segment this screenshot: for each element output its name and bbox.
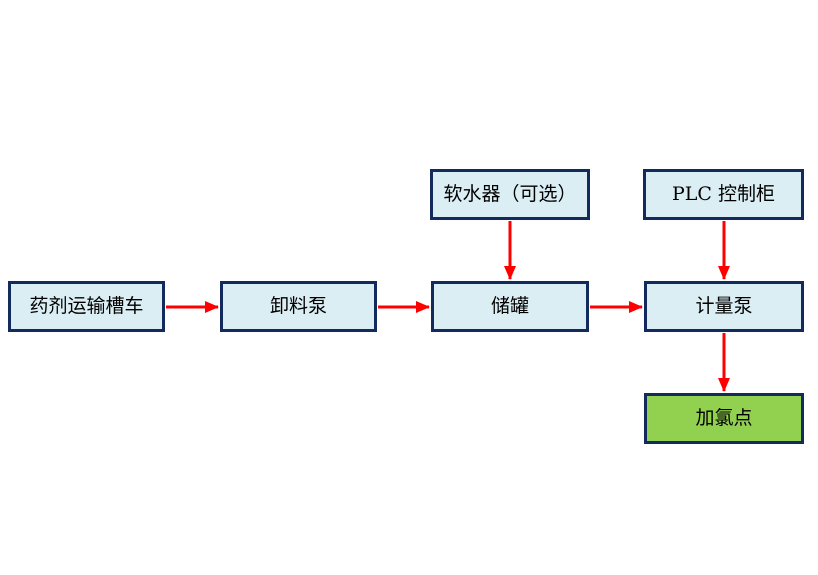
node-metering-pump-label: 计量泵 [695, 295, 753, 317]
node-plc-cabinet: PLC 控制柜 [643, 169, 804, 220]
node-storage-tank: 储罐 [431, 281, 589, 332]
node-chlorination-point-label: 加氯点 [695, 407, 753, 429]
node-water-softener-label: 软水器（可选） [443, 183, 577, 205]
node-chemical-tanker: 药剂运输槽车 [8, 281, 165, 332]
node-storage-tank-label: 储罐 [490, 295, 529, 317]
node-unloading-pump-label: 卸料泵 [269, 295, 327, 317]
node-chemical-tanker-label: 药剂运输槽车 [29, 295, 144, 317]
node-metering-pump: 计量泵 [644, 281, 804, 332]
node-plc-cabinet-label: PLC 控制柜 [672, 183, 775, 205]
node-water-softener: 软水器（可选） [430, 169, 590, 220]
node-unloading-pump: 卸料泵 [220, 281, 377, 332]
node-chlorination-point: 加氯点 [644, 393, 804, 444]
